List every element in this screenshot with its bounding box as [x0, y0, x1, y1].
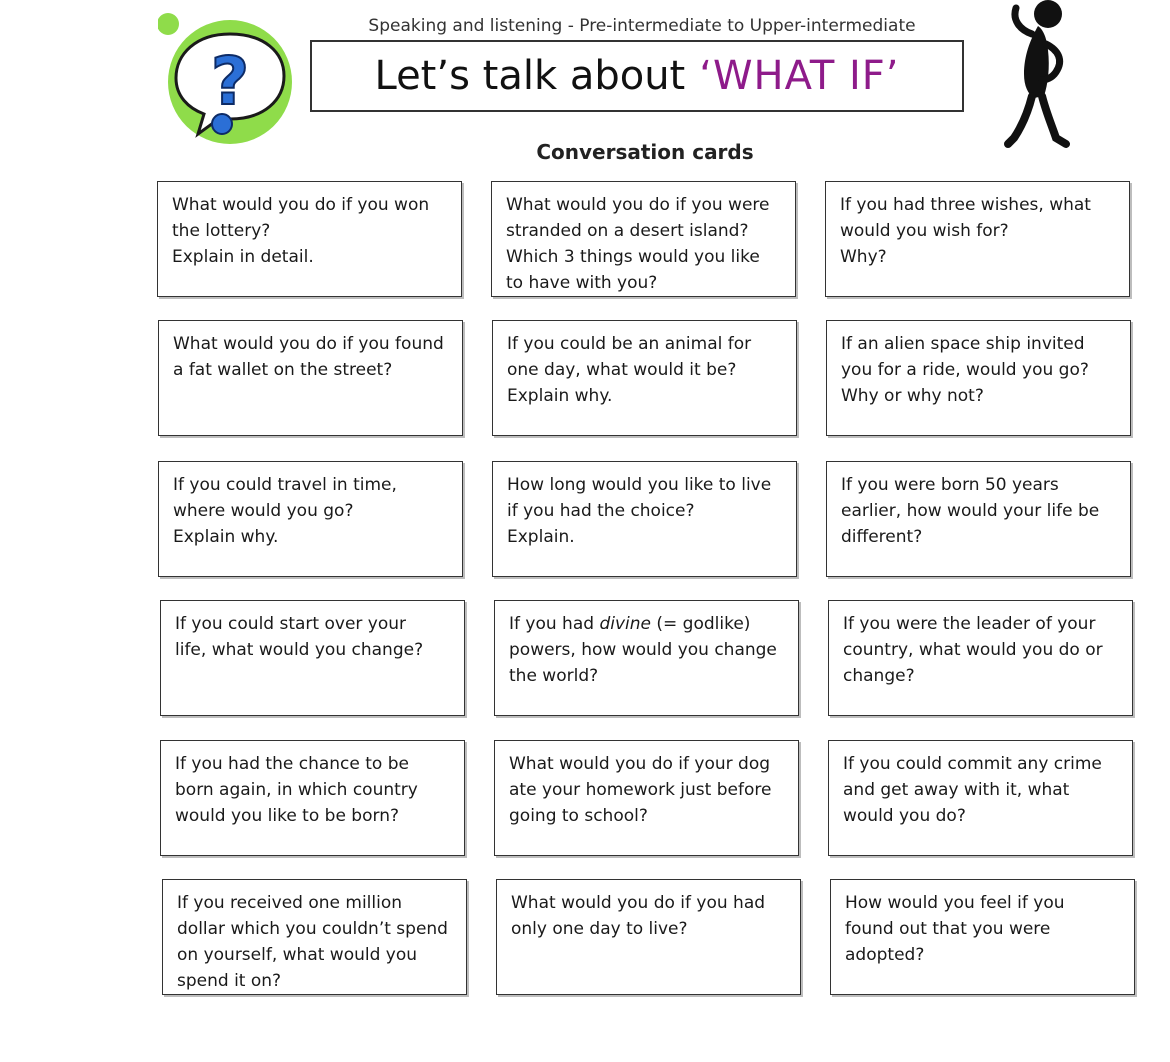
conversation-card: How would you feel if you found out that…: [830, 879, 1135, 995]
conversation-card: What would you do if you found a fat wal…: [158, 320, 463, 436]
title-main: Let’s talk about: [374, 53, 686, 99]
conversation-card: If you could start over your life, what …: [160, 600, 465, 716]
conversation-card: If you had three wishes, what would you …: [825, 181, 1130, 297]
conversation-card: What would you do if you had only one da…: [496, 879, 801, 995]
card-text-italic: divine: [599, 614, 651, 634]
page-subtitle: Speaking and listening - Pre-intermediat…: [368, 16, 916, 36]
conversation-card: If you could commit any crime and get aw…: [828, 740, 1133, 856]
card-text-after: (= godlike) powers, how would you change…: [509, 614, 777, 686]
thinking-person-silhouette-icon: [1004, 0, 1070, 148]
title-accent: ‘WHAT IF’: [699, 53, 900, 99]
conversation-card: If you could be an animal for one day, w…: [492, 320, 797, 436]
conversation-card: If an alien space ship invited you for a…: [826, 320, 1131, 436]
card-text-before: If you had: [509, 614, 600, 634]
conversation-card: What would you do if you were stranded o…: [491, 181, 796, 297]
conversation-card: If you had divine (= godlike) powers, ho…: [494, 600, 799, 716]
section-heading: Conversation cards: [536, 140, 754, 164]
conversation-card: How long would you like to live if you h…: [492, 461, 797, 577]
svg-text:?: ?: [211, 43, 249, 120]
conversation-card: If you had the chance to be born again, …: [160, 740, 465, 856]
page-title: Let’s talk about ‘WHAT IF’: [310, 40, 964, 112]
conversation-card: If you were the leader of your country, …: [828, 600, 1133, 716]
conversation-card: What would you do if your dog ate your h…: [494, 740, 799, 856]
question-speech-bubble-icon: ?: [158, 13, 292, 144]
conversation-card: If you could travel in time, where would…: [158, 461, 463, 577]
conversation-card: If you were born 50 years earlier, how w…: [826, 461, 1131, 577]
conversation-card: If you received one million dollar which…: [162, 879, 467, 995]
conversation-card: What would you do if you won the lottery…: [157, 181, 462, 297]
